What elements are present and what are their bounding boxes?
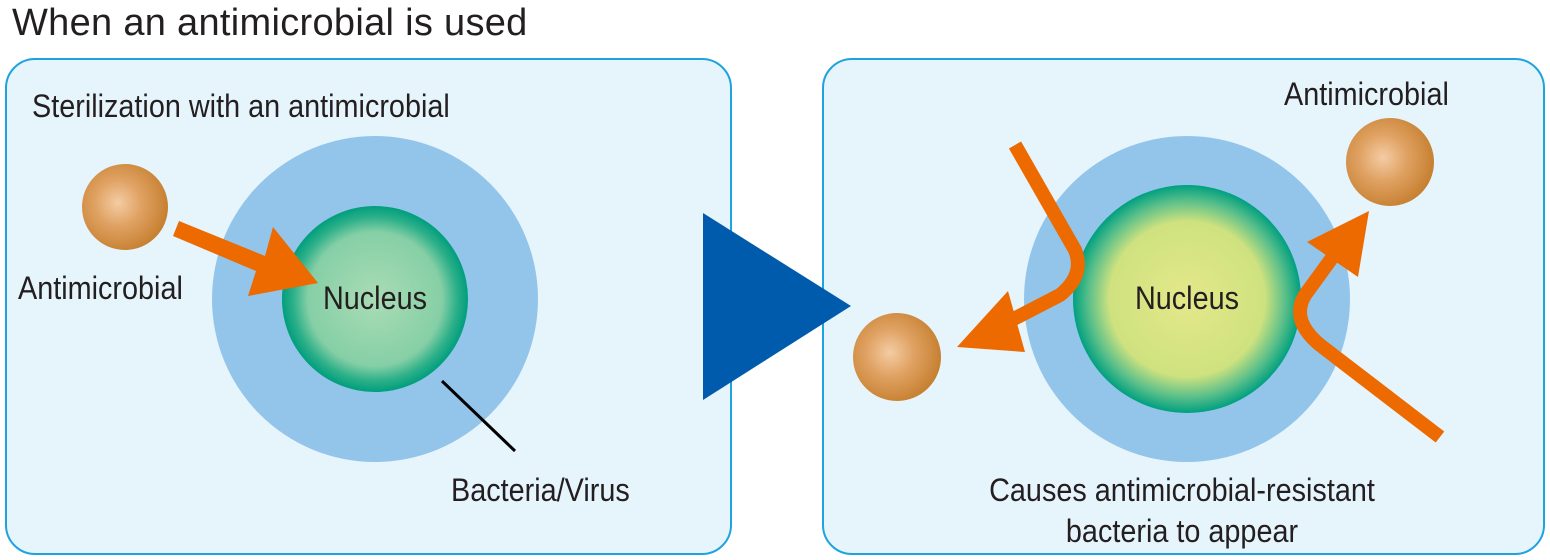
deflect-arrow-right-shaft xyxy=(1293,235,1445,443)
deflect-arrow-right-icon xyxy=(1307,211,1369,277)
nucleus-label-left: Nucleus xyxy=(322,280,428,316)
resistance-caption-line1: Causes antimicrobial-resistant xyxy=(989,472,1375,508)
deflect-arrow-left-shaft xyxy=(996,141,1085,333)
antimicrobial-sphere-right-bottom xyxy=(853,313,941,401)
antimicrobial-sphere-right-top xyxy=(1346,118,1434,206)
diagram-title: When an antimicrobial is used xyxy=(12,2,528,44)
attack-arrow-icon xyxy=(173,221,318,296)
nucleus-left xyxy=(282,206,468,392)
bacteria-virus-label: Bacteria/Virus xyxy=(451,472,630,508)
antimicrobial-label-left: Antimicrobial xyxy=(18,270,183,306)
left-panel-heading: Sterilization with an antimicrobial xyxy=(32,88,450,124)
antimicrobial-label-right: Antimicrobial xyxy=(1284,76,1449,112)
transition-arrow-icon xyxy=(703,213,851,400)
nucleus-label-right: Nucleus xyxy=(1134,280,1240,316)
resistance-caption-line2: bacteria to appear xyxy=(1065,513,1299,549)
nucleus-right xyxy=(1073,185,1301,413)
deflect-arrow-left-icon xyxy=(957,291,1025,352)
bacteria-pointer-line xyxy=(440,379,517,453)
antimicrobial-sphere-left xyxy=(82,164,168,250)
